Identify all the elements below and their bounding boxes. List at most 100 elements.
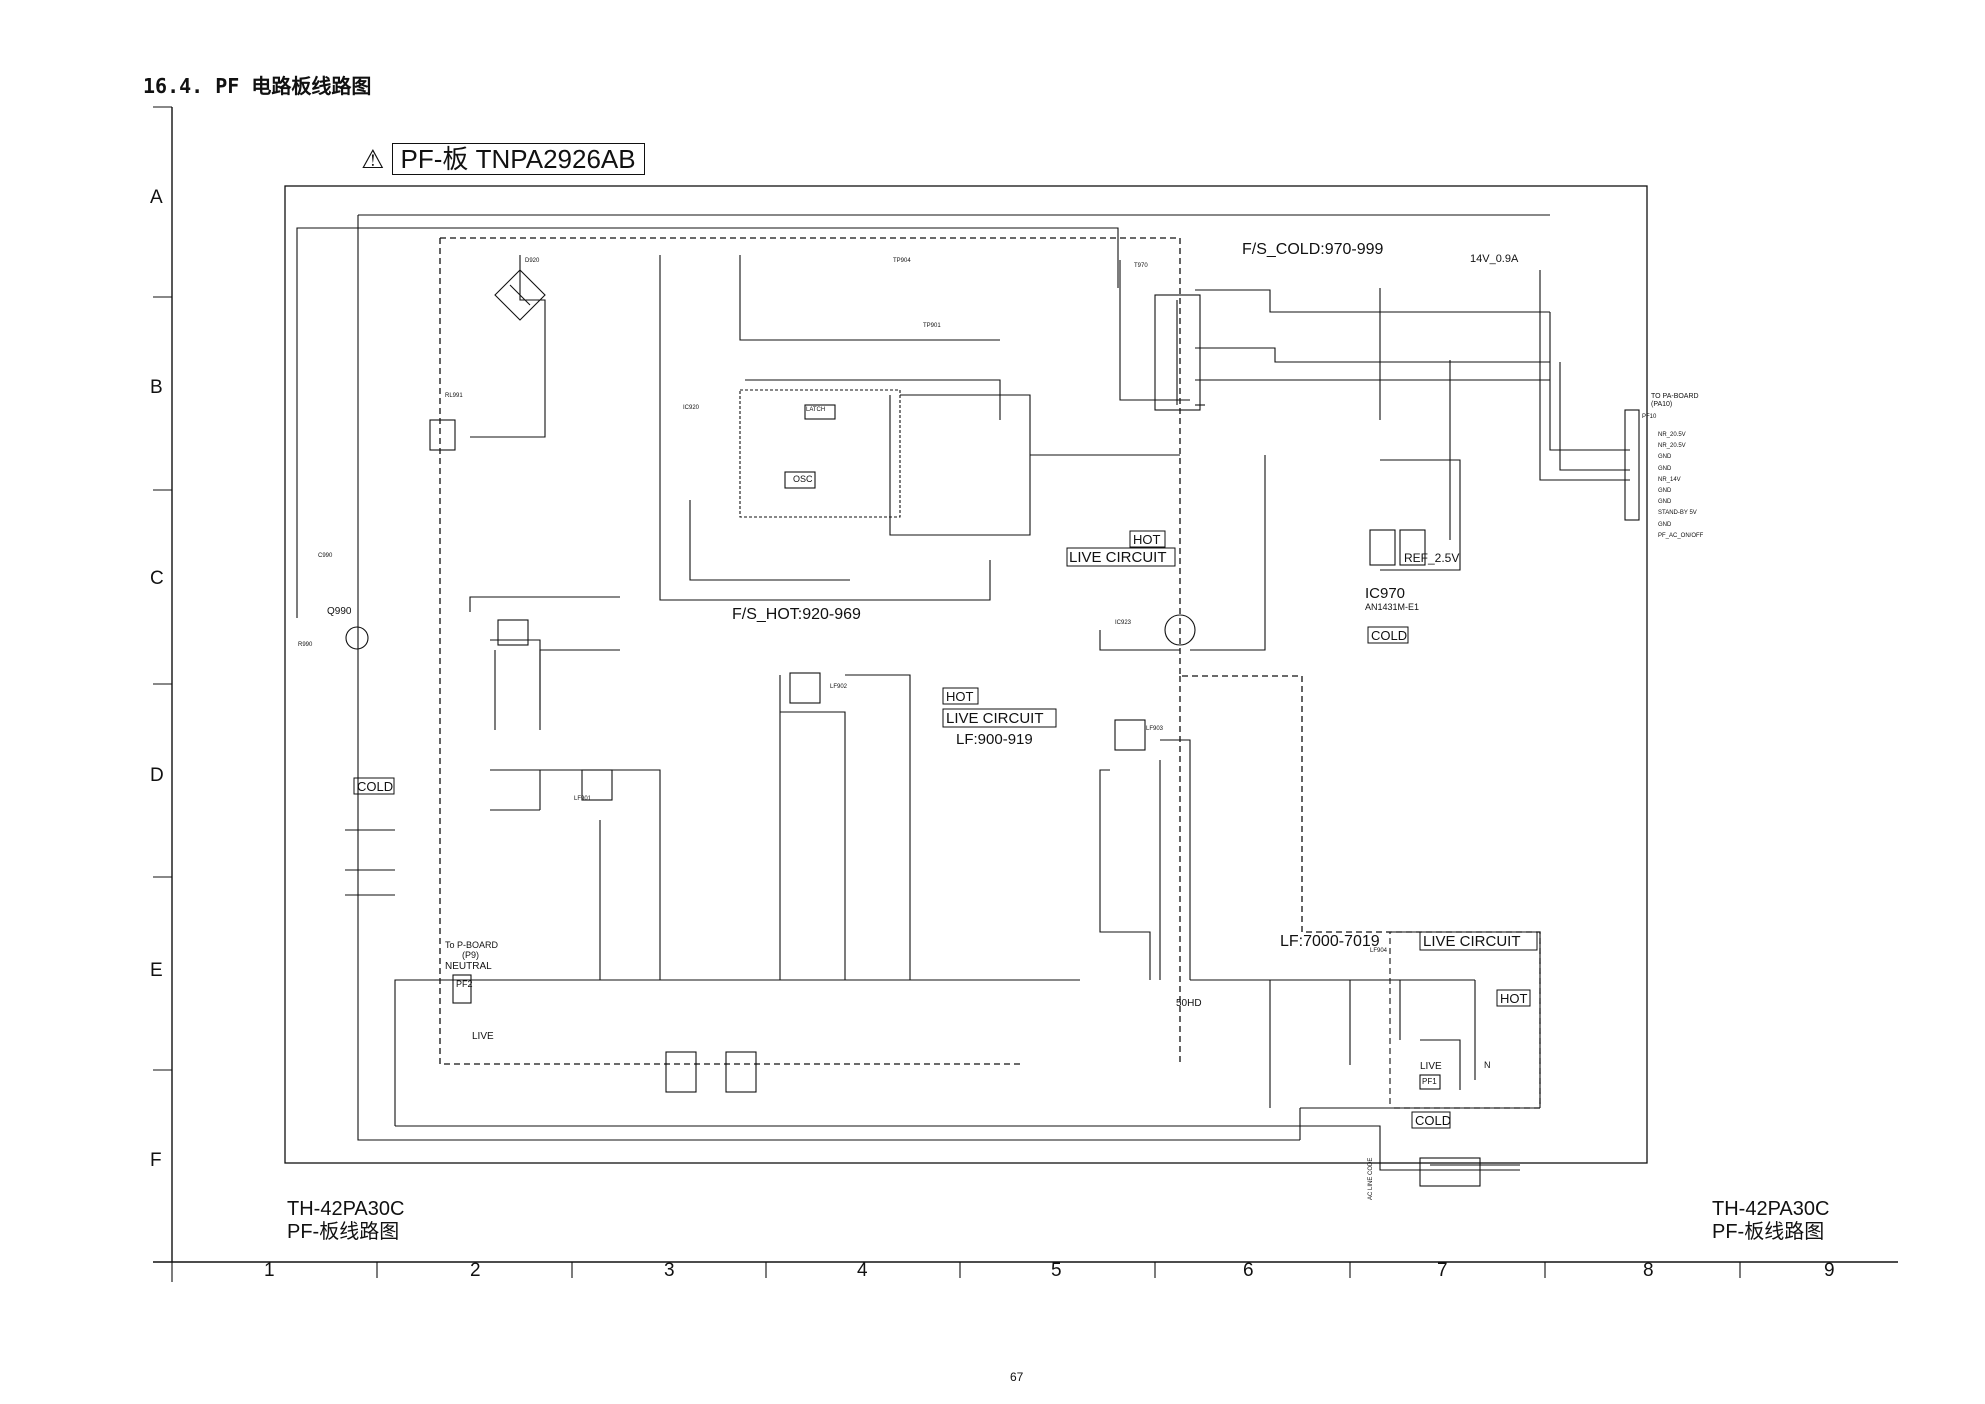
board-title: ⚠ PF-板 TNPA2926AB [361,139,645,176]
osc-block [784,471,816,489]
ic970-box [1369,529,1396,566]
output-14v-label: 14V_0.9A [1470,253,1519,265]
connector-pin-list: NR_20.5V NR_20.5V GND GND NR_14V GND GND… [1658,430,1703,542]
rl991-label: RL991 [445,393,463,399]
bridge-rectifier-left [665,1051,697,1093]
live-label-e2: LIVE [472,1031,494,1042]
cold-label-f7: COLD [1415,1113,1452,1128]
ic970-box-2 [1399,529,1426,566]
ic970-part: AN1431M-E1 [1365,602,1420,612]
pf1-label: PF1 [1422,1077,1437,1086]
ic923-label: IC923 [1115,620,1132,626]
line-filter-lf931 [497,619,529,646]
pf10-label: PF10 [1642,414,1657,420]
r990-label: R990 [298,642,313,648]
latch-label: LATCH [806,407,826,413]
cold-label-d2: COLD [357,779,394,794]
row-label-a: A [150,187,163,208]
model-subtitle: PF-板线路图 [1712,1221,1825,1243]
lf7000-label: LF:7000-7019 [1280,933,1380,950]
ic920-controller [739,389,901,518]
fs-cold-label: F/S_COLD:970-999 [1242,241,1384,258]
pin-label: NR_20.5V [1658,432,1686,438]
hot-label-e7: HOT [1500,991,1528,1006]
lf902-label: LF902 [830,684,848,690]
line-filter-lf901 [581,769,613,801]
connector-pf10 [1624,409,1640,521]
d920-label: D920 [525,258,540,264]
live-circuit-label-c5: LIVE CIRCUIT [1069,549,1167,566]
line-filter-lf904 [1114,719,1146,751]
column-label-5: 5 [1051,1260,1062,1281]
hot-label-b5: HOT [1133,532,1161,547]
live-circuit-label-d4: LIVE CIRCUIT [946,710,1044,727]
fs-hot-label: F/S_HOT:920-969 [732,606,861,623]
pin-label: PF_AC_ON/OFF [1658,532,1704,539]
pin-label: GND [1658,521,1672,528]
column-label-9: 9 [1824,1260,1835,1281]
page-heading: 16.4. PF 电路板线路图 [143,74,372,98]
pin-label: GND [1658,454,1672,461]
pin-label: NR_20.5V [1658,443,1686,450]
live-circuit-box [1389,931,1541,1109]
warning-icon: ⚠ [361,144,385,174]
wiring [296,214,1630,1171]
n-label: N [1484,1060,1491,1070]
column-label-7: 7 [1437,1260,1448,1281]
lf904-label: LF904 [1370,948,1388,954]
neutral-label: NEUTRAL [445,961,492,972]
latch-block [804,404,836,420]
p9-label: (P9) [462,950,480,960]
pin-label: GND [1658,488,1672,495]
page-number: 67 [1010,1370,1024,1384]
board-title-text: PF-板 TNPA2926AB [391,143,645,175]
transistor-q990 [345,626,369,650]
column-label-2: 2 [470,1260,481,1281]
row-label-f: F [150,1150,162,1171]
tp904-label: TP904 [893,258,911,264]
transistor-ic923 [1164,614,1196,646]
grid-frame [153,106,1898,1282]
model-name: TH-42PA30C [287,1198,405,1220]
model-label-right: TH-42PA30C PF-板线路图 [1712,1198,1829,1244]
row-label-b: B [150,377,163,398]
column-label-8: 8 [1643,1260,1654,1281]
connector-pf1 [1419,1074,1441,1090]
tp901-label: TP901 [923,323,941,329]
lf900-label: LF:900-919 [956,731,1033,748]
bridge-rectifier-right [725,1051,757,1093]
to-p-board-label: To P-BOARD [445,940,499,950]
live-circuit-label-e7: LIVE CIRCUIT [1423,933,1521,950]
ic970-label: IC970 [1365,585,1406,602]
lf901-label: LF901 [574,796,592,802]
pin-label: GND [1658,499,1672,506]
pin-label: STAND-BY 5V [1658,510,1697,517]
ic920-label: IC920 [683,405,700,411]
ac-line-code-label: AC LINE CODE [1368,1157,1374,1200]
pin-label: NR_14V [1658,476,1681,483]
column-label-6: 6 [1243,1260,1254,1281]
pa10-label: (PA10) [1651,401,1673,408]
row-label-c: C [150,568,164,589]
t970-label: T970 [1134,263,1148,269]
osc-label: OSC [793,474,813,484]
ref-label: REF_2.5V [1404,551,1460,565]
relay-rl991 [429,419,456,451]
column-label-3: 3 [664,1260,675,1281]
ac-line-cord-plug [1419,1157,1481,1187]
cold-label-c7: COLD [1371,628,1408,643]
column-label-1: 1 [264,1260,275,1281]
hd50-label: 50HD [1176,998,1202,1009]
model-label-left: TH-42PA30C PF-板线路图 [287,1198,404,1244]
model-name: TH-42PA30C [1712,1198,1830,1220]
hot-region-outline [439,237,1541,1109]
pin-label: GND [1658,465,1672,472]
transformer-t970 [1154,294,1201,411]
hot-label-d4: HOT [946,689,974,704]
board-outline [284,185,1648,1164]
lf903-label: LF903 [1146,726,1164,732]
model-subtitle: PF-板线路图 [287,1221,400,1243]
bridge-rectifier-d920 [494,269,546,321]
column-label-4: 4 [857,1260,868,1281]
